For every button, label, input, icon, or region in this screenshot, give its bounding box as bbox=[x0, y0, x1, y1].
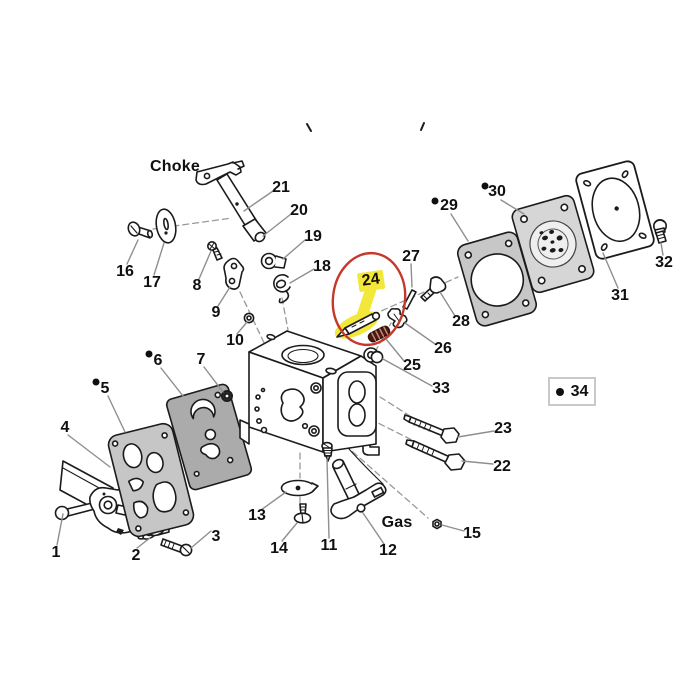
part-label-20: 20 bbox=[290, 202, 308, 219]
choke-plate-17 bbox=[155, 208, 177, 244]
part-label-10: 10 bbox=[226, 332, 244, 349]
part-label-33: 33 bbox=[432, 380, 450, 397]
retaining-clip-18 bbox=[273, 274, 291, 304]
bullet-marker-6 bbox=[145, 350, 153, 358]
part-label-3: 3 bbox=[211, 528, 221, 545]
part-label-16: 16 bbox=[116, 263, 134, 280]
idle-screw-11 bbox=[321, 441, 333, 462]
pump-cover-31 bbox=[575, 160, 655, 260]
part-label-34: 34 bbox=[570, 382, 589, 400]
metering-gasket-29 bbox=[456, 231, 538, 327]
part-label-29: 29 bbox=[440, 197, 458, 214]
part-label-4: 4 bbox=[60, 419, 70, 436]
adjustment-screw-22 bbox=[405, 439, 466, 471]
part-label-30: 30 bbox=[488, 183, 506, 200]
choke-bracket-9 bbox=[223, 257, 245, 290]
grommet-7 bbox=[221, 389, 234, 402]
choke-knob-screw-16 bbox=[127, 221, 154, 239]
part-label-32: 32 bbox=[655, 254, 673, 271]
highlight-marker-ellipse bbox=[331, 251, 407, 347]
check-ball-33 bbox=[370, 350, 384, 364]
choke-label: Choke bbox=[150, 158, 200, 175]
nut-15 bbox=[432, 518, 442, 530]
part-label-1: 1 bbox=[51, 544, 61, 561]
part-label-9: 9 bbox=[211, 304, 221, 321]
bullet-marker-34 bbox=[555, 387, 564, 396]
bullet-marker-5 bbox=[92, 378, 100, 386]
part-label-14: 14 bbox=[270, 540, 288, 557]
leader-lines bbox=[56, 190, 664, 549]
part-34-box: 34 bbox=[548, 377, 596, 406]
gas-label: Gas bbox=[381, 514, 413, 531]
part-label-26: 26 bbox=[434, 340, 452, 357]
throttle-screw-14 bbox=[293, 503, 312, 524]
pump-gasket-5 bbox=[107, 422, 195, 538]
bracket-screw-8 bbox=[207, 241, 223, 261]
part-label-25: 25 bbox=[403, 357, 421, 374]
part-label-7: 7 bbox=[196, 351, 206, 368]
part-label-13: 13 bbox=[248, 507, 266, 524]
bullet-marker-29 bbox=[431, 197, 439, 205]
part-label-8: 8 bbox=[192, 277, 202, 294]
needle-spring-25 bbox=[367, 325, 391, 343]
screw-28 bbox=[420, 276, 447, 302]
part-label-22: 22 bbox=[493, 458, 511, 475]
part-label-5: 5 bbox=[100, 380, 110, 397]
part-label-12: 12 bbox=[379, 542, 397, 559]
metering-diaphragm-30 bbox=[511, 194, 595, 294]
part-label-2: 2 bbox=[131, 547, 141, 564]
part-label-27: 27 bbox=[402, 248, 420, 265]
retainer-clip-26 bbox=[387, 307, 408, 329]
part-label-23: 23 bbox=[494, 420, 512, 437]
choke-cam-19 bbox=[260, 252, 287, 270]
part-label-15: 15 bbox=[463, 525, 481, 542]
pin-27 bbox=[402, 289, 417, 310]
stray-marks bbox=[306, 122, 425, 132]
part-label-6: 6 bbox=[153, 352, 163, 369]
carburetor-body-drawing bbox=[239, 330, 384, 485]
part-label-19: 19 bbox=[304, 228, 322, 245]
pump-diaphragm-6 bbox=[165, 383, 253, 491]
part-label-18: 18 bbox=[313, 258, 331, 275]
throttle-washer-13 bbox=[280, 479, 319, 497]
retainer-ring-10 bbox=[243, 312, 255, 324]
throttle-shaft-lever-12 bbox=[330, 458, 387, 520]
part-label-28: 28 bbox=[452, 313, 470, 330]
metering-screw-3 bbox=[160, 538, 193, 557]
part-label-21: 21 bbox=[272, 179, 290, 196]
part-label-24-highlighted: 24 bbox=[356, 269, 386, 293]
part-label-31: 31 bbox=[611, 287, 629, 304]
adjustment-screw-23 bbox=[403, 414, 460, 444]
cover-screw-32 bbox=[652, 219, 667, 244]
part-label-17: 17 bbox=[143, 274, 161, 291]
part-label-11: 11 bbox=[320, 537, 338, 554]
bullet-marker-30 bbox=[481, 182, 489, 190]
